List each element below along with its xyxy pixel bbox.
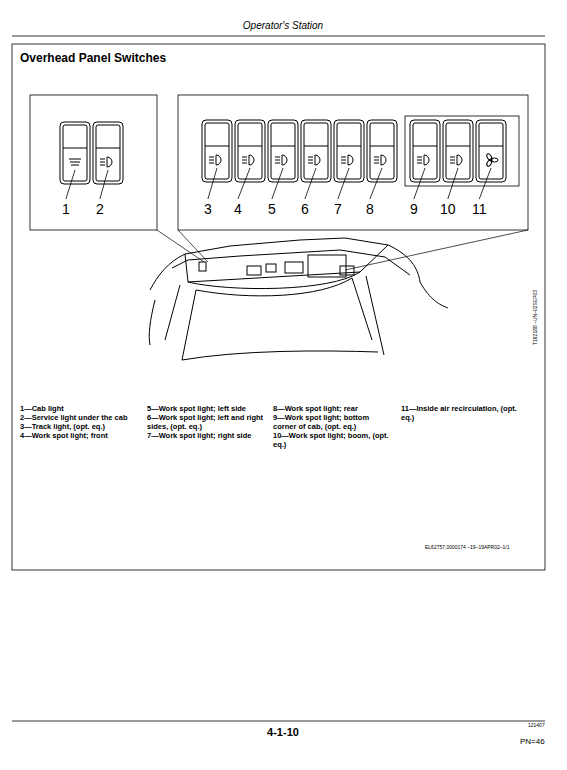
footer-rule [12, 721, 545, 722]
leader-line [414, 168, 425, 199]
leader-line [448, 168, 458, 199]
leader-line [370, 168, 382, 199]
rocker-switch [476, 120, 506, 182]
rocker-switch [334, 120, 364, 182]
leader-line [479, 168, 491, 199]
page-number: 4-1-10 [267, 726, 299, 739]
rocker-switch [268, 120, 298, 182]
date-code: 121407 [528, 723, 545, 729]
legend-item: 9—Work spot light; bottom corner of cab,… [273, 414, 391, 431]
leader-line [305, 168, 316, 199]
rocker-switch [93, 122, 123, 184]
callout-number: 2 [96, 201, 104, 217]
page-header: Operator's Station [243, 20, 323, 32]
leader-line [338, 168, 349, 199]
rocker-switch [367, 120, 397, 182]
legend-item: 7—Work spot light; right side [147, 432, 269, 441]
figure-title: Overhead Panel Switches [20, 52, 166, 66]
leader-line [272, 168, 283, 199]
callout-number: 4 [234, 201, 242, 217]
legend-item: 6—Work spot light; left and right sides,… [147, 414, 265, 431]
doc-id: EL62757,0000174 –19–19APR02–1/1 [425, 545, 510, 551]
callout-number: 7 [334, 201, 342, 217]
callout-number: 9 [410, 201, 418, 217]
rocker-switch [301, 120, 331, 182]
page-code: PN=46 [520, 737, 545, 746]
callout-number: 8 [366, 201, 374, 217]
legend-item: 5—Work spot light; left side [147, 405, 269, 414]
rocker-switch [235, 120, 265, 182]
callout-number: 6 [301, 201, 309, 217]
callout-number: 11 [472, 201, 487, 217]
legend-item: 8—Work spot light; rear [273, 405, 395, 414]
leader-line [66, 170, 75, 199]
legend-item: 11—Inside air recirculation, (opt. eq.) [401, 405, 521, 422]
legend-item: 2—Service light under the cab [20, 414, 145, 423]
legend-item: 1—Cab light [20, 405, 140, 414]
callout-number: 1 [62, 201, 70, 217]
rocker-switch [60, 122, 90, 184]
rocker-switch [443, 120, 473, 182]
callout-number: 5 [268, 201, 276, 217]
leader-line [238, 168, 250, 199]
callout-number: 3 [204, 201, 212, 217]
leader-line [208, 168, 217, 199]
legend-item: 4—Work spot light; front [20, 432, 140, 441]
rocker-switch [410, 120, 440, 182]
rocker-switch [202, 120, 232, 182]
callout-number: 10 [440, 201, 456, 217]
figure-id: T162188 –UN–02SEP03 [533, 290, 539, 345]
legend-item: 10—Work spot light; boom, (opt. eq.) [273, 432, 391, 449]
leader-line [100, 170, 108, 199]
legend-item: 3—Track light, (opt. eq.) [20, 423, 140, 432]
